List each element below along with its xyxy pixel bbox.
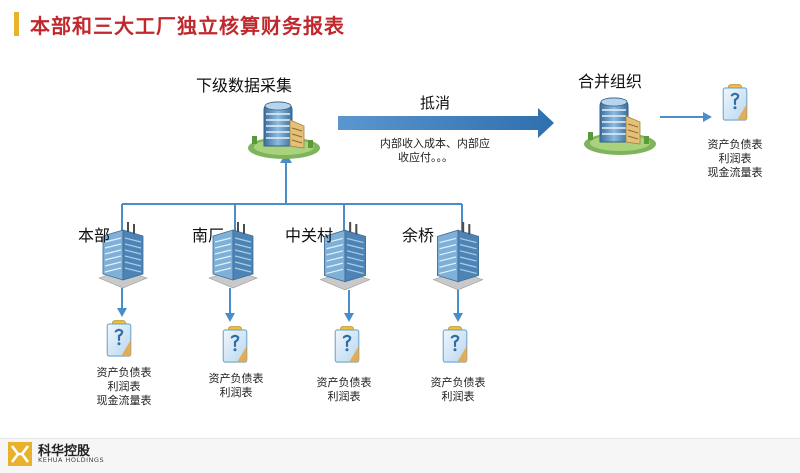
unit-label-zhongguancun: 中关村: [285, 226, 334, 245]
yuqiao-building-icon: [432, 222, 484, 291]
unit-label-yuqiao: 余桥: [402, 226, 435, 245]
benbu-report-2: 利润表: [107, 380, 141, 393]
nanchang-report-1: 资产负债表: [208, 372, 264, 385]
benbu-report-3: 现金流量表: [96, 394, 152, 407]
benbu-report-1: 资产负债表: [96, 366, 152, 379]
collect-label: 下级数据采集: [196, 76, 293, 95]
nanchang-reports: 资产负债表 利润表: [196, 372, 276, 400]
arrowhead-consolidate-report: [703, 112, 712, 122]
yuqiao-report-1: 资产负债表: [430, 376, 486, 389]
eliminate-note-line1: 内部收入成本、内部应: [380, 137, 490, 150]
arrowhead-nanchang: [225, 313, 235, 322]
eliminate-note: 内部收入成本、内部应 收应付。。。: [380, 137, 490, 165]
consolidate-reports: 资产负债表 利润表 现金流量表: [700, 138, 770, 180]
nanchang-report-icon: [222, 326, 248, 364]
unit-label-nanchang: 南厂: [192, 226, 225, 245]
benbu-reports: 资产负债表 利润表 现金流量表: [84, 366, 164, 408]
logo-name-cn: 科华控股: [38, 444, 91, 459]
arrowhead-zhongguancun: [344, 313, 354, 322]
yuqiao-report-icon: [442, 326, 468, 364]
zhongguancun-reports: 资产负债表 利润表: [304, 376, 384, 404]
eliminate-note-line2: 收应付。。。: [398, 151, 453, 164]
zhongguancun-report-1: 资产负债表: [316, 376, 372, 389]
zhongguancun-report-icon: [334, 326, 360, 364]
arrowhead-yuqiao: [453, 313, 463, 322]
consolidate-report-1: 资产负债表: [707, 138, 763, 151]
footer-bar: [0, 438, 800, 473]
eliminate-arrow: [338, 108, 554, 138]
arrowhead-benbu: [117, 308, 127, 317]
eliminate-label: 抵消: [420, 94, 451, 112]
zhongguancun-report-2: 利润表: [327, 390, 361, 403]
connector-lines: [121, 116, 705, 315]
collect-building-icon: [247, 101, 321, 160]
unit-label-benbu: 本部: [78, 226, 111, 245]
nanchang-report-2: 利润表: [219, 386, 253, 399]
consolidate-building-icon: [583, 97, 657, 156]
yuqiao-reports: 资产负债表 利润表: [418, 376, 498, 404]
consolidate-report-icon: [722, 84, 748, 122]
benbu-report-icon: [106, 320, 132, 358]
logo-name-en: KEHUA HOLDINGS: [38, 456, 105, 464]
yuqiao-report-2: 利润表: [441, 390, 475, 403]
consolidate-label: 合并组织: [578, 72, 643, 91]
slide-title: 本部和三大工厂独立核算财务报表: [30, 14, 345, 38]
consolidate-report-2: 利润表: [718, 152, 752, 165]
title-accent-bar: [14, 12, 19, 36]
kehua-logo-icon: [8, 442, 32, 466]
consolidate-report-3: 现金流量表: [707, 166, 763, 179]
